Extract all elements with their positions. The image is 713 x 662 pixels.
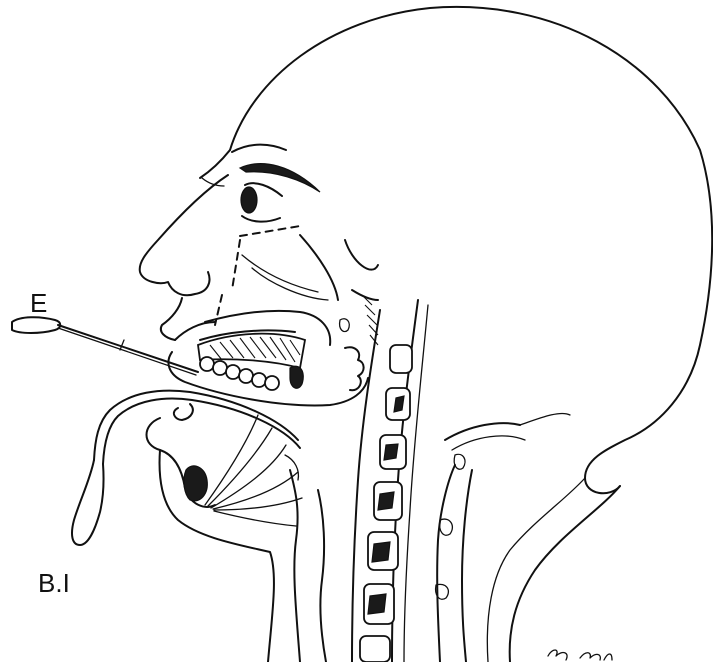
- posterior-neck: [436, 413, 570, 662]
- face-profile: [140, 150, 378, 405]
- head-outline: [230, 7, 712, 662]
- label-b-i: B.I: [38, 568, 70, 598]
- artist-signature: [548, 650, 612, 660]
- oral-cavity: [198, 295, 378, 390]
- eye: [202, 145, 320, 222]
- pharynx: [147, 404, 327, 662]
- label-e: E: [30, 288, 47, 318]
- cervical-spine: [352, 300, 428, 662]
- endoscope-instrument: [12, 317, 198, 375]
